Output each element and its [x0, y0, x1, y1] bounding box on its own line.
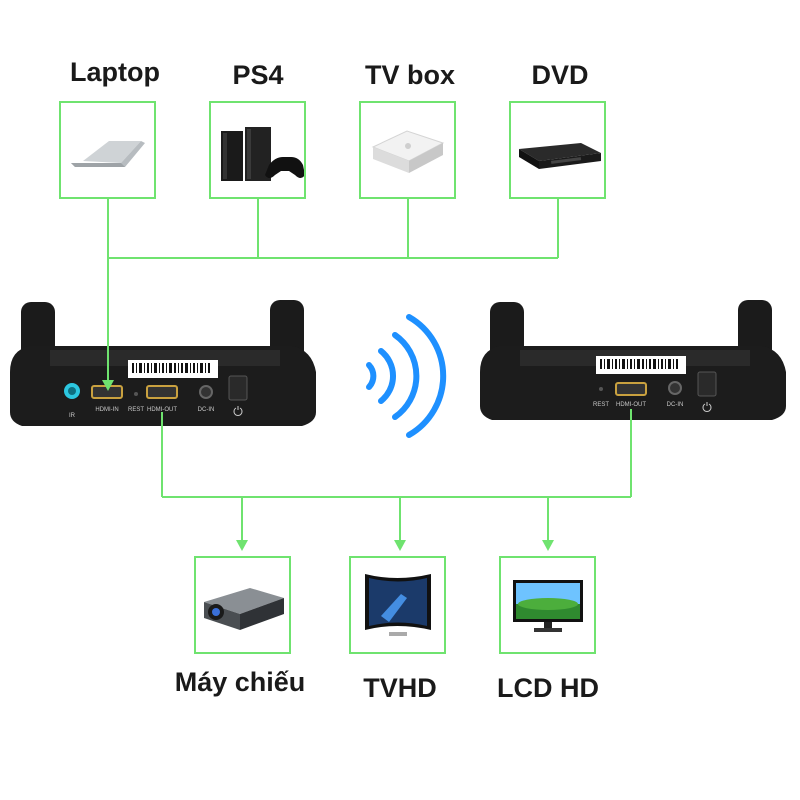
port-label-hdmi-out: HDMI-OUT [147, 407, 177, 413]
port-label-reset: REST [128, 407, 144, 413]
arrow-to-lcdhd [542, 540, 554, 551]
power-switch [697, 371, 717, 397]
dc-in-port [199, 385, 213, 399]
projector-icon [204, 588, 284, 630]
output-label-projector: Máy chiếu [174, 667, 306, 697]
curved-tv-icon [365, 574, 431, 636]
hdmi-out-port [615, 382, 647, 396]
source-box-ps4 [209, 101, 306, 199]
wireless-signal-icon [366, 314, 447, 438]
receiver-device: REST HDMI-OUT DC-IN [480, 300, 786, 420]
power-symbol-icon [702, 402, 712, 412]
lcd-monitor-icon [513, 580, 583, 632]
arrow-to-projector [236, 540, 248, 551]
output-box-tvhd [349, 556, 446, 654]
source-label-dvd: DVD [531, 60, 589, 90]
power-switch [228, 375, 248, 401]
port-label-hdmi-out: HDMI-OUT [616, 402, 646, 408]
source-label-tvbox: TV box [364, 60, 455, 90]
output-box-lcdhd [499, 556, 596, 654]
power-symbol-icon [233, 406, 243, 416]
port-label-reset: REST [593, 402, 609, 408]
port-label-dc-in: DC-IN [667, 402, 684, 408]
output-label-lcdhd: LCD HD [497, 673, 599, 703]
laptop-icon [71, 141, 145, 167]
arrow-to-tvhd [394, 540, 406, 551]
transmitter-device: IR HDMI-IN REST HDMI-OUT DC-IN [10, 300, 316, 426]
output-label-tvhd: TVHD [363, 673, 437, 703]
arrow-to-hdmi-in [102, 380, 114, 391]
game-console-icon [221, 127, 304, 181]
hdmi-out-port [146, 385, 178, 399]
source-label-laptop: Laptop [70, 57, 160, 87]
port-label-ir: IR [69, 413, 76, 419]
output-box-projector [194, 556, 291, 654]
tv-box-icon [371, 130, 445, 173]
source-label-ps4: PS4 [232, 60, 284, 90]
dvd-player-icon [519, 143, 601, 169]
port-label-dc-in: DC-IN [198, 407, 215, 413]
port-label-hdmi-in: HDMI-IN [95, 407, 118, 413]
source-box-tvbox [359, 101, 456, 199]
dc-in-port [668, 381, 682, 395]
source-box-laptop [59, 101, 156, 199]
source-box-dvd [509, 101, 606, 199]
